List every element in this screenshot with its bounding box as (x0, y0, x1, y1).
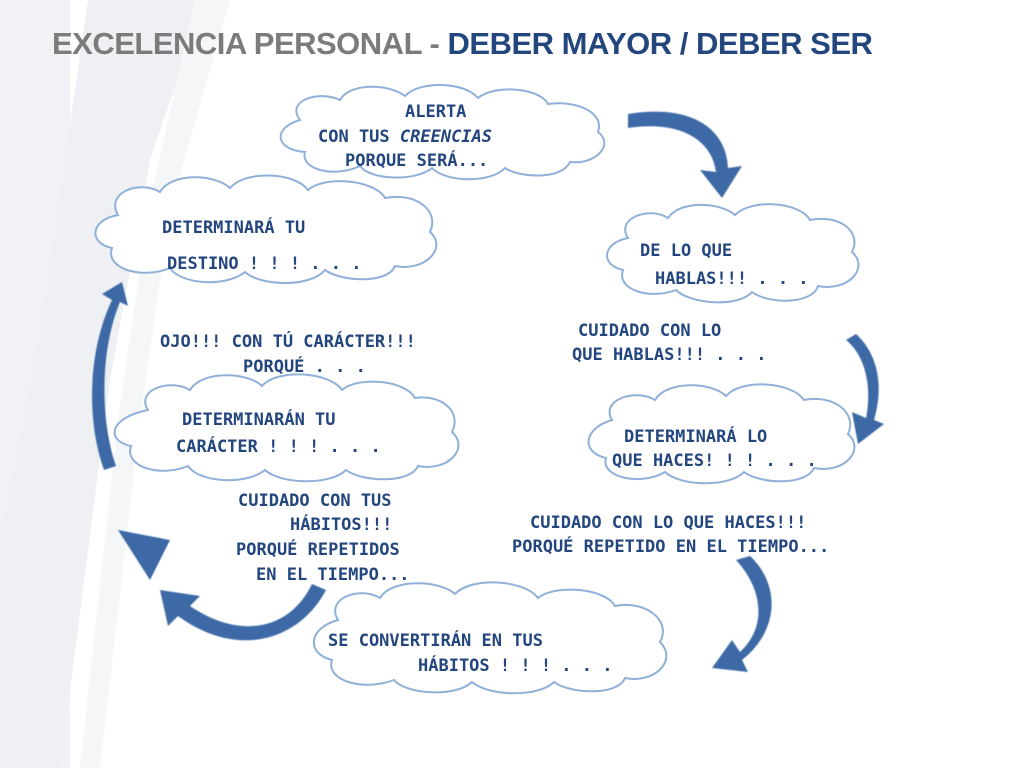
caption-habitos-line2: HÁBITOS!!! (290, 513, 392, 535)
cloud-habitos-line2: HÁBITOS ! ! ! . . . (418, 654, 612, 676)
caption-hablas-line2: QUE HABLAS!!! . . . (572, 345, 766, 365)
caption-habitos-line1: CUIDADO CON TUS (238, 491, 392, 511)
arrow-caracter-to-destino (92, 282, 128, 470)
caption-caracter-line2: PORQUÉ . . . (243, 355, 366, 377)
cloud-destino (94, 174, 438, 284)
cloud-haces (587, 383, 856, 485)
title-part-gray: EXCELENCIA PERSONAL - (52, 26, 448, 61)
caption-habitos-line3: PORQUÉ REPETIDOS (236, 538, 400, 560)
arrow-hablas-to-haces (846, 334, 884, 444)
cloud-haces-line2: QUE HACES! ! ! . . . (612, 451, 817, 471)
cloud-hablas-line2: HABLAS!!! . . . (655, 269, 809, 289)
arrow-alerta-to-hablas (628, 111, 742, 198)
cloud-alerta (279, 84, 606, 181)
cloud-caracter-line2: CARÁCTER ! ! ! . . . (176, 435, 381, 457)
caption-hablas-line1: CUIDADO CON LO (578, 321, 721, 341)
title-part-blue: DEBER MAYOR / DEBER SER (447, 26, 873, 61)
page-title: EXCELENCIA PERSONAL - DEBER MAYOR / DEBE… (52, 26, 873, 62)
cloud-hablas-line1: DE LO QUE (640, 241, 732, 261)
cloud-habitos-line1: SE CONVERTIRÁN EN TUS (328, 629, 543, 651)
arrow-haces-to-habitos (712, 556, 772, 672)
caption-haces-line1: CUIDADO CON LO QUE HACES!!! (530, 513, 806, 533)
caption-caracter-line1: OJO!!! CON TÚ CARÁCTER!!! (160, 330, 416, 352)
cloud-haces-line1: DETERMINARÁ LO (624, 425, 767, 447)
cloud-alerta-line2b: CREENCIAS (400, 127, 492, 147)
cloud-caracter-line1: DETERMINARÁN TU (182, 408, 336, 430)
cloud-alerta-line1: ALERTA (405, 102, 466, 122)
cloud-destino-line2: DESTINO ! ! ! . . . (167, 254, 361, 274)
caption-habitos-line4: EN EL TIEMPO... (256, 565, 410, 585)
cloud-caracter (113, 373, 460, 483)
cloud-destino-line1: DETERMINARÁ TU (162, 216, 305, 238)
cloud-hablas (606, 203, 860, 304)
cloud-alerta-line2: CON TUS CREENCIAS (318, 127, 492, 147)
cloud-alerta-line2a: CON TUS (318, 127, 400, 147)
caption-haces-line2: PORQUÉ REPETIDO EN EL TIEMPO... (512, 535, 829, 557)
cloud-alerta-line3: PORQUE SERÁ... (345, 149, 488, 171)
arrow-habitos-to-caracter (118, 530, 326, 641)
cloud-habitos (313, 581, 668, 695)
